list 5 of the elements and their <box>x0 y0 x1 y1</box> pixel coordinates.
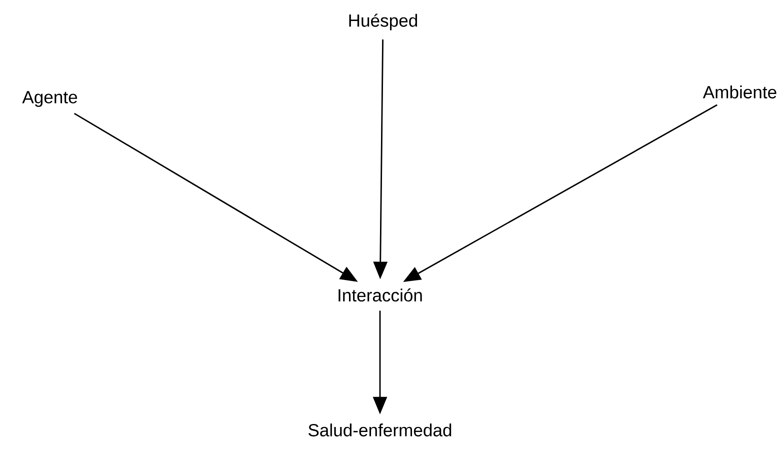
node-label: Interacción <box>338 288 422 302</box>
node-label: Agente <box>22 91 78 107</box>
node-label: Huésped <box>349 14 418 30</box>
node-label: Salud-enfermedad <box>308 424 452 436</box>
node-label: Ambiente <box>702 86 776 98</box>
